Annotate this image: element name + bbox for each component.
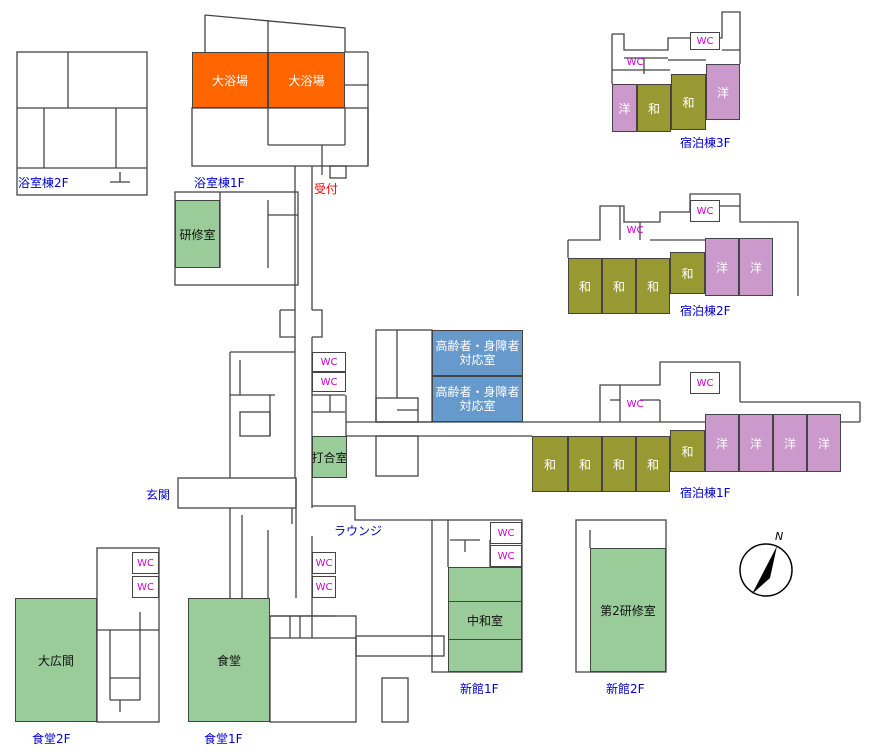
wc-lodging-3f-2: WC (626, 56, 644, 68)
label-dining-2f: 食堂2F (32, 732, 71, 746)
wc-center-2: WC (312, 372, 346, 392)
wc-center-1: WC (312, 352, 346, 372)
wc-dining-2f-2: WC (132, 576, 159, 598)
wc-dining-2f-1: WC (132, 552, 159, 574)
wc-newhall-2: WC (490, 545, 522, 567)
medium-japanese-room: 中和室 (448, 567, 522, 672)
lodging-2f-wa-4: 和 (670, 252, 705, 294)
accessible-room-2: 高齢者・身障者 対応室 (432, 376, 523, 422)
second-seminar-room: 第2研修室 (590, 548, 666, 672)
meeting-room: 打合室 (312, 436, 347, 478)
lodging-1f-yo-1: 洋 (705, 414, 739, 472)
label-entrance: 玄関 (146, 488, 171, 502)
large-bath-room-1: 大浴場 (192, 52, 268, 108)
lodging-2f-wa-3: 和 (636, 258, 670, 314)
lodging-2f-yo-2: 洋 (739, 238, 773, 296)
lodging-3f-wa-2: 和 (671, 74, 706, 130)
lodging-1f-yo-4: 洋 (807, 414, 841, 472)
medium-japanese-room-upper (449, 568, 521, 602)
label-bath-2f: 浴室棟2F (18, 176, 69, 190)
accessible-room-1-line1: 高齢者・身障者 (435, 339, 520, 353)
wc-newhall-1: WC (490, 522, 522, 544)
label-newhall-2f: 新館2F (606, 682, 645, 696)
lodging-1f-wa-3: 和 (602, 436, 636, 492)
lodging-3f-yo-1: 洋 (612, 84, 637, 132)
medium-japanese-room-label: 中和室 (449, 602, 521, 640)
label-dining-1f: 食堂1F (204, 732, 243, 746)
large-bath-room-2: 大浴場 (268, 52, 345, 108)
wc-south-1: WC (312, 552, 336, 574)
lodging-2f-wa-1: 和 (568, 258, 602, 314)
accessible-room-1-line2: 対応室 (459, 353, 496, 367)
wc-lodging-1f-1: WC (690, 372, 720, 394)
wc-south-2: WC (312, 576, 336, 598)
wc-lodging-2f-2: WC (626, 224, 644, 236)
label-lodging-3f: 宿泊棟3F (680, 136, 731, 150)
lodging-1f-yo-3: 洋 (773, 414, 807, 472)
banquet-hall: 大広間 (15, 598, 97, 722)
lodging-1f-wa-2: 和 (568, 436, 602, 492)
label-reception: 受付 (314, 182, 339, 196)
lodging-3f-yo-2: 洋 (706, 64, 740, 120)
wc-lodging-1f-2: WC (626, 398, 644, 410)
lodging-1f-wa-5: 和 (670, 430, 705, 472)
dining-room: 食堂 (188, 598, 270, 722)
label-lodging-2f: 宿泊棟2F (680, 304, 731, 318)
lodging-1f-wa-4: 和 (636, 436, 670, 492)
accessible-room-1: 高齢者・身障者 対応室 (432, 330, 523, 376)
lodging-1f-wa-1: 和 (532, 436, 568, 492)
wc-lodging-2f-1: WC (690, 200, 720, 222)
lodging-1f-yo-2: 洋 (739, 414, 773, 472)
wc-lodging-3f-1: WC (690, 32, 720, 50)
label-lounge: ラウンジ (334, 524, 383, 538)
accessible-room-2-line1: 高齢者・身障者 (435, 385, 520, 399)
label-lodging-1f: 宿泊棟1F (680, 486, 731, 500)
lodging-2f-yo-1: 洋 (705, 238, 739, 296)
seminar-room: 研修室 (175, 200, 220, 268)
lodging-3f-wa-1: 和 (637, 84, 671, 132)
compass-north-letter: N (775, 530, 784, 543)
label-bath-1f: 浴室棟1F (194, 176, 245, 190)
accessible-room-2-line2: 対応室 (459, 399, 496, 413)
label-newhall-1f: 新館1F (460, 682, 499, 696)
lodging-2f-wa-2: 和 (602, 258, 636, 314)
